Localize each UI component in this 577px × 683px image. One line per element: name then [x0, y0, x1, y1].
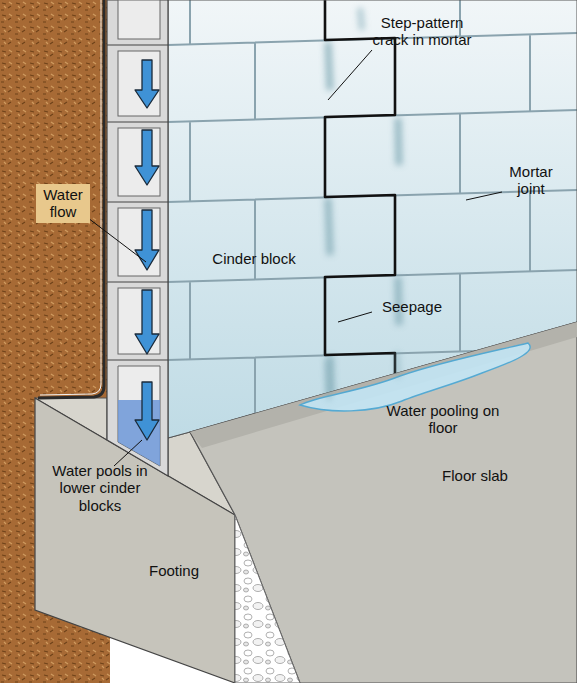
seepage-stain: [360, 8, 362, 30]
part-label: Water pooling on floor: [384, 402, 502, 437]
block-cores: [118, 0, 160, 466]
gravel-texture-fill: [235, 515, 300, 683]
block-core: [118, 208, 160, 276]
leader-line: [338, 312, 372, 322]
flow-arrow: [135, 60, 159, 108]
block-core: [118, 128, 160, 196]
flow-arrow: [135, 382, 159, 440]
block-cutaway: [107, 0, 168, 476]
part-label: Water flow: [36, 184, 90, 223]
floor-puddle: [300, 343, 530, 411]
floor-slab: [190, 322, 577, 683]
part-label: Footing: [136, 562, 212, 579]
leader-line: [466, 192, 502, 200]
part-label: Step-pattern crack in mortar: [366, 14, 478, 49]
block-core: [118, 366, 160, 466]
gravel-bed: [235, 515, 300, 683]
part-label: Mortar joint: [500, 163, 562, 198]
block-core: [118, 51, 160, 116]
block-seams: [107, 45, 168, 360]
seepage-stain: [328, 42, 330, 90]
leader-line: [328, 50, 372, 100]
part-label: Floor slab: [428, 467, 522, 484]
flow-arrow: [135, 290, 159, 354]
block-core: [118, 0, 160, 39]
leader-lines: [88, 50, 502, 466]
part-label: Cinder block: [198, 250, 310, 267]
slab-edge: [190, 322, 577, 448]
seepage-stain: [327, 352, 398, 400]
step-crack: [325, 0, 395, 374]
flow-arrow: [135, 130, 159, 185]
seepage-stains: [328, 8, 399, 395]
leader-line: [88, 218, 146, 262]
part-label: Seepage: [372, 298, 452, 315]
flow-arrows: [135, 60, 159, 440]
mortar-joints: [168, 0, 577, 414]
flow-arrow: [135, 210, 159, 270]
block-core: [118, 288, 160, 354]
seepage-stain: [328, 198, 330, 255]
part-label: Water pools in lower cinder blocks: [52, 462, 148, 514]
seepage-stain: [398, 118, 399, 165]
